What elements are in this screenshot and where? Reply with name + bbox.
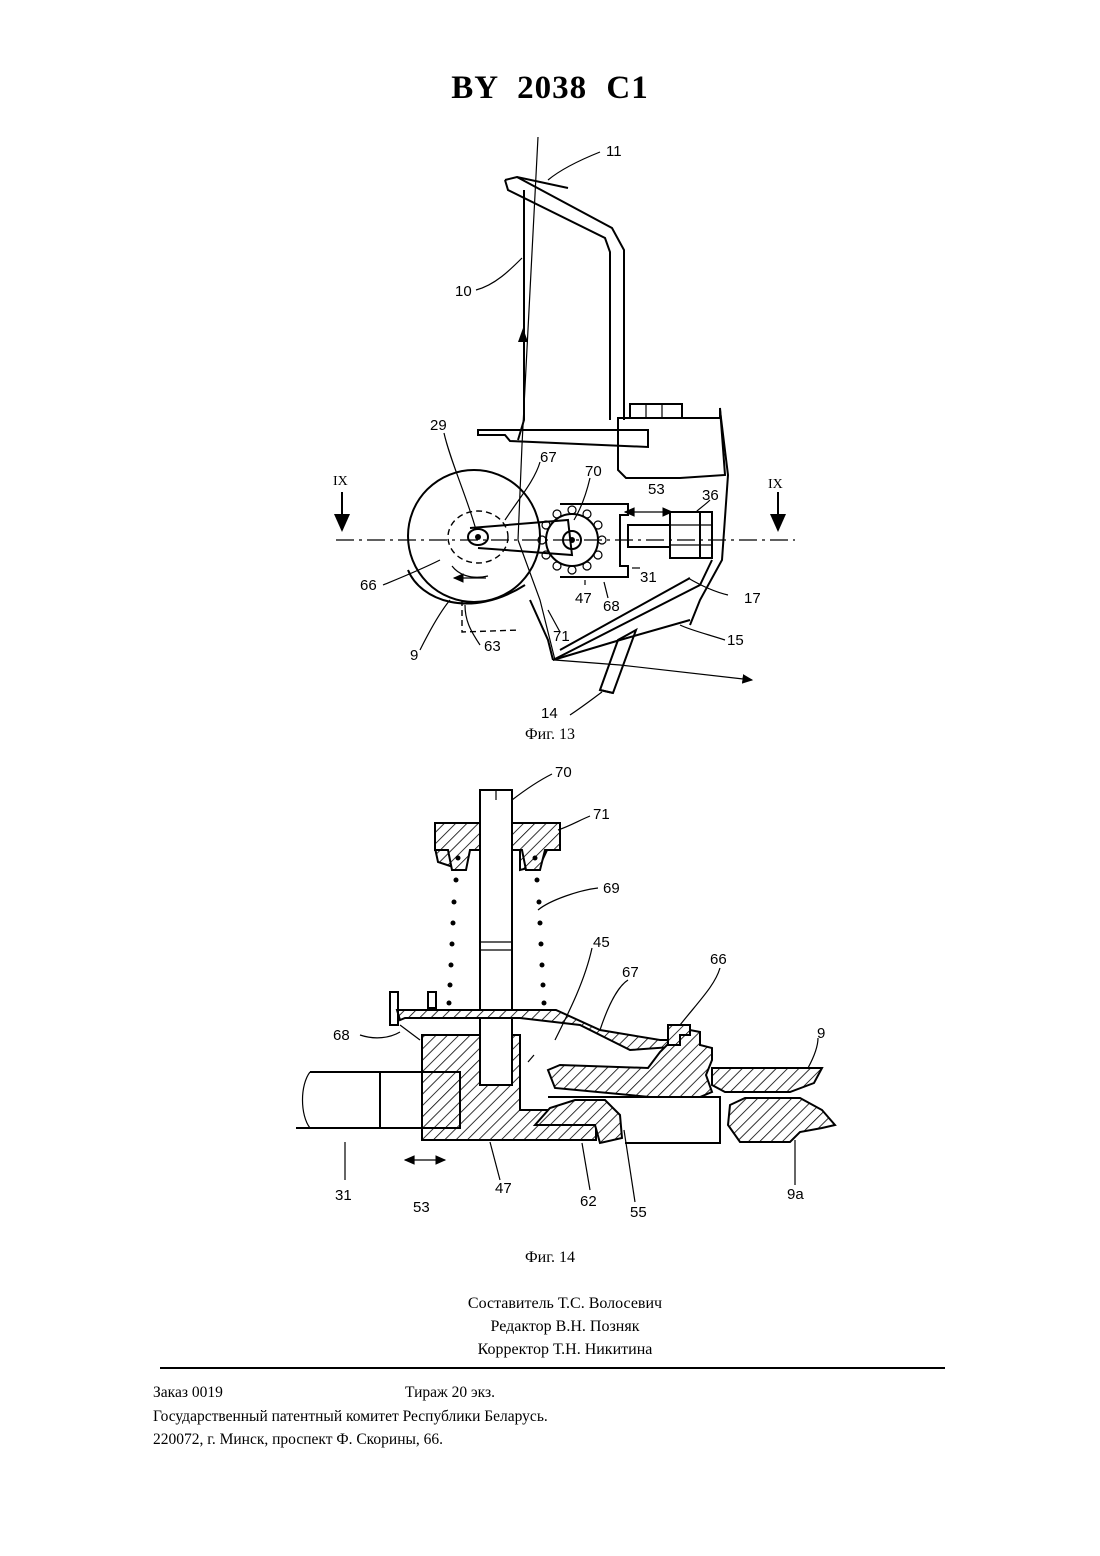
circulation: Тираж 20 экз.	[405, 1384, 495, 1401]
label-53-b: 53	[413, 1199, 430, 1216]
label-47-b: 47	[495, 1180, 512, 1197]
label-66-b: 66	[710, 951, 727, 968]
thread-guide-arm	[505, 177, 624, 440]
label-55: 55	[630, 1204, 647, 1221]
label-17: 17	[744, 590, 761, 607]
publication-footer: Заказ 0019Тираж 20 экз. Государственный …	[153, 1381, 548, 1452]
label-68: 68	[603, 598, 620, 615]
compiler-line: Составитель Т.С. Волосевич	[0, 1292, 1100, 1315]
figure-14-drawing: 70 71 69 45 67 66 68 9 31 53 47 62 55 9а	[0, 760, 1100, 1260]
label-31-b: 31	[335, 1187, 352, 1204]
label-68-b: 68	[333, 1027, 350, 1044]
label-9: 9	[410, 647, 418, 664]
section-mark-right: IX	[768, 477, 783, 492]
figure-13-caption: Фиг. 13	[0, 726, 1100, 744]
label-45: 45	[593, 934, 610, 951]
label-47: 47	[575, 590, 592, 607]
publisher-line: Государственный патентный комитет Респуб…	[153, 1405, 548, 1429]
label-9-b: 9	[817, 1025, 825, 1042]
label-71: 71	[553, 628, 570, 645]
label-15: 15	[727, 632, 744, 649]
label-29: 29	[430, 417, 447, 434]
figure-14-caption: Фиг. 14	[0, 1249, 1100, 1267]
label-67-b: 67	[622, 964, 639, 981]
label-53: 53	[648, 481, 665, 498]
proofreader-line: Корректор Т.Н. Никитина	[0, 1338, 1100, 1361]
figure-13-drawing: 11 10 29 67 70 53 36 IX IX 66 31 17 47 6…	[0, 0, 1100, 760]
part-9a	[728, 1098, 835, 1142]
label-63: 63	[484, 638, 501, 655]
label-67: 67	[540, 449, 557, 466]
address-line: 220072, г. Минск, проспект Ф. Скорины, 6…	[153, 1428, 548, 1452]
editor-line: Редактор В.Н. Позняк	[0, 1315, 1100, 1338]
label-31: 31	[640, 569, 657, 586]
label-62: 62	[580, 1193, 597, 1210]
label-14: 14	[541, 705, 558, 722]
shaft-and-nut	[625, 512, 712, 558]
order-line: Заказ 0019Тираж 20 экз.	[153, 1381, 548, 1405]
label-69: 69	[603, 880, 620, 897]
order-number: Заказ 0019	[153, 1381, 405, 1405]
label-11: 11	[606, 143, 622, 160]
figure-13-labels: 11 10 29 67 70 53 36 IX IX 66 31 17 47 6…	[333, 143, 783, 722]
credits-block: Составитель Т.С. Волосевич Редактор В.Н.…	[0, 1292, 1100, 1361]
label-70: 70	[585, 463, 602, 480]
label-66: 66	[360, 577, 377, 594]
label-70-b: 70	[555, 764, 572, 781]
label-71-b: 71	[593, 806, 610, 823]
section-mark-left: IX	[333, 474, 348, 489]
shaft-70	[480, 790, 512, 1088]
figure-14-labels: 70 71 69 45 67 66 68 9 31 53 47 62 55 9а	[333, 764, 825, 1221]
label-10: 10	[455, 283, 472, 300]
label-36: 36	[702, 487, 719, 504]
thread-line	[518, 137, 752, 680]
frame-body	[530, 410, 728, 693]
gear-assembly	[538, 504, 628, 577]
footer-divider	[160, 1367, 945, 1369]
label-9a: 9а	[787, 1186, 804, 1203]
